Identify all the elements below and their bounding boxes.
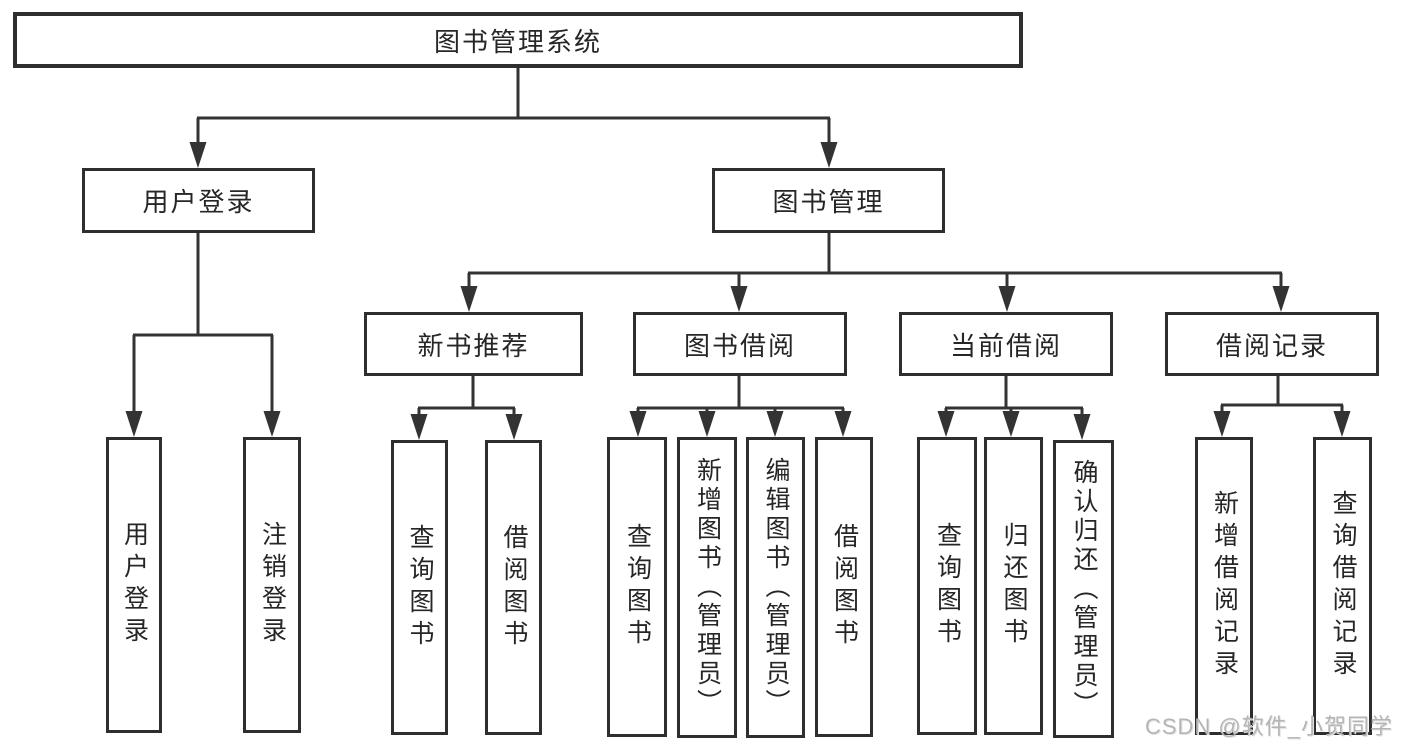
arrow-down-icon [730,286,748,312]
arrow-down-icon [505,414,523,440]
arrow-down-icon [698,411,716,437]
arrow-down-icon [629,411,647,437]
arrow-down-icon [1073,414,1091,440]
arrow-down-icon [1333,411,1351,437]
connector-bookborrow-to-leaves [636,376,845,415]
node-current-borrow: 当前借阅 [899,312,1113,376]
connector-newbook-to-leaves [417,376,516,418]
connector-borrowrecord-to-leaves [1220,376,1344,415]
csdn-watermark: CSDN @软件_小贺同学 [1144,714,1393,739]
leaf-user-login: 用户登录 [106,437,162,733]
arrow-down-icon [263,411,281,437]
node-user-login: 用户登录 [82,168,315,233]
arrow-down-icon [460,286,478,312]
connector-currentborrow-to-leaves [944,376,1084,418]
arrow-down-icon [1002,411,1020,437]
arrow-down-icon [834,411,852,437]
leaf-current-confirm-return-admin: 确认归还（管理员） [1053,440,1114,738]
arrow-down-icon [820,142,838,168]
node-system-root: 图书管理系统 [13,12,1023,68]
leaf-current-return-books: 归还图书 [984,437,1043,735]
node-new-book-recommend: 新书推荐 [364,312,583,376]
arrow-down-icon [125,411,143,437]
node-book-management: 图书管理 [712,168,945,233]
leaf-borrow-edit-books-admin: 编辑图书（管理员） [746,437,805,738]
connector-bookmgmt-to-level3 [467,233,1283,292]
leaf-borrow-add-books-admin: 新增图书（管理员） [677,437,737,738]
leaf-records-query-record: 查询借阅记录 [1313,437,1372,735]
leaf-newbook-query-books: 查询图书 [391,440,448,735]
node-book-borrow: 图书借阅 [633,312,847,376]
leaf-logout: 注销登录 [243,437,301,733]
arrow-down-icon [937,411,955,437]
leaf-borrow-borrow-books: 借阅图书 [815,437,873,737]
leaf-newbook-borrow-books: 借阅图书 [485,440,542,735]
leaf-records-add-record: 新增借阅记录 [1195,437,1253,735]
connector-userlogin-to-leaves [132,233,274,415]
node-borrow-records: 借阅记录 [1165,312,1379,376]
arrow-down-icon [1213,411,1231,437]
leaf-current-query-books: 查询图书 [917,437,977,735]
arrow-down-icon [189,142,207,168]
arrow-down-icon [410,414,428,440]
arrow-down-icon [998,286,1016,312]
connector-root-to-level2 [196,68,831,146]
arrow-down-icon [1272,286,1290,312]
arrow-down-icon [766,411,784,437]
leaf-borrow-query-books: 查询图书 [607,437,667,737]
